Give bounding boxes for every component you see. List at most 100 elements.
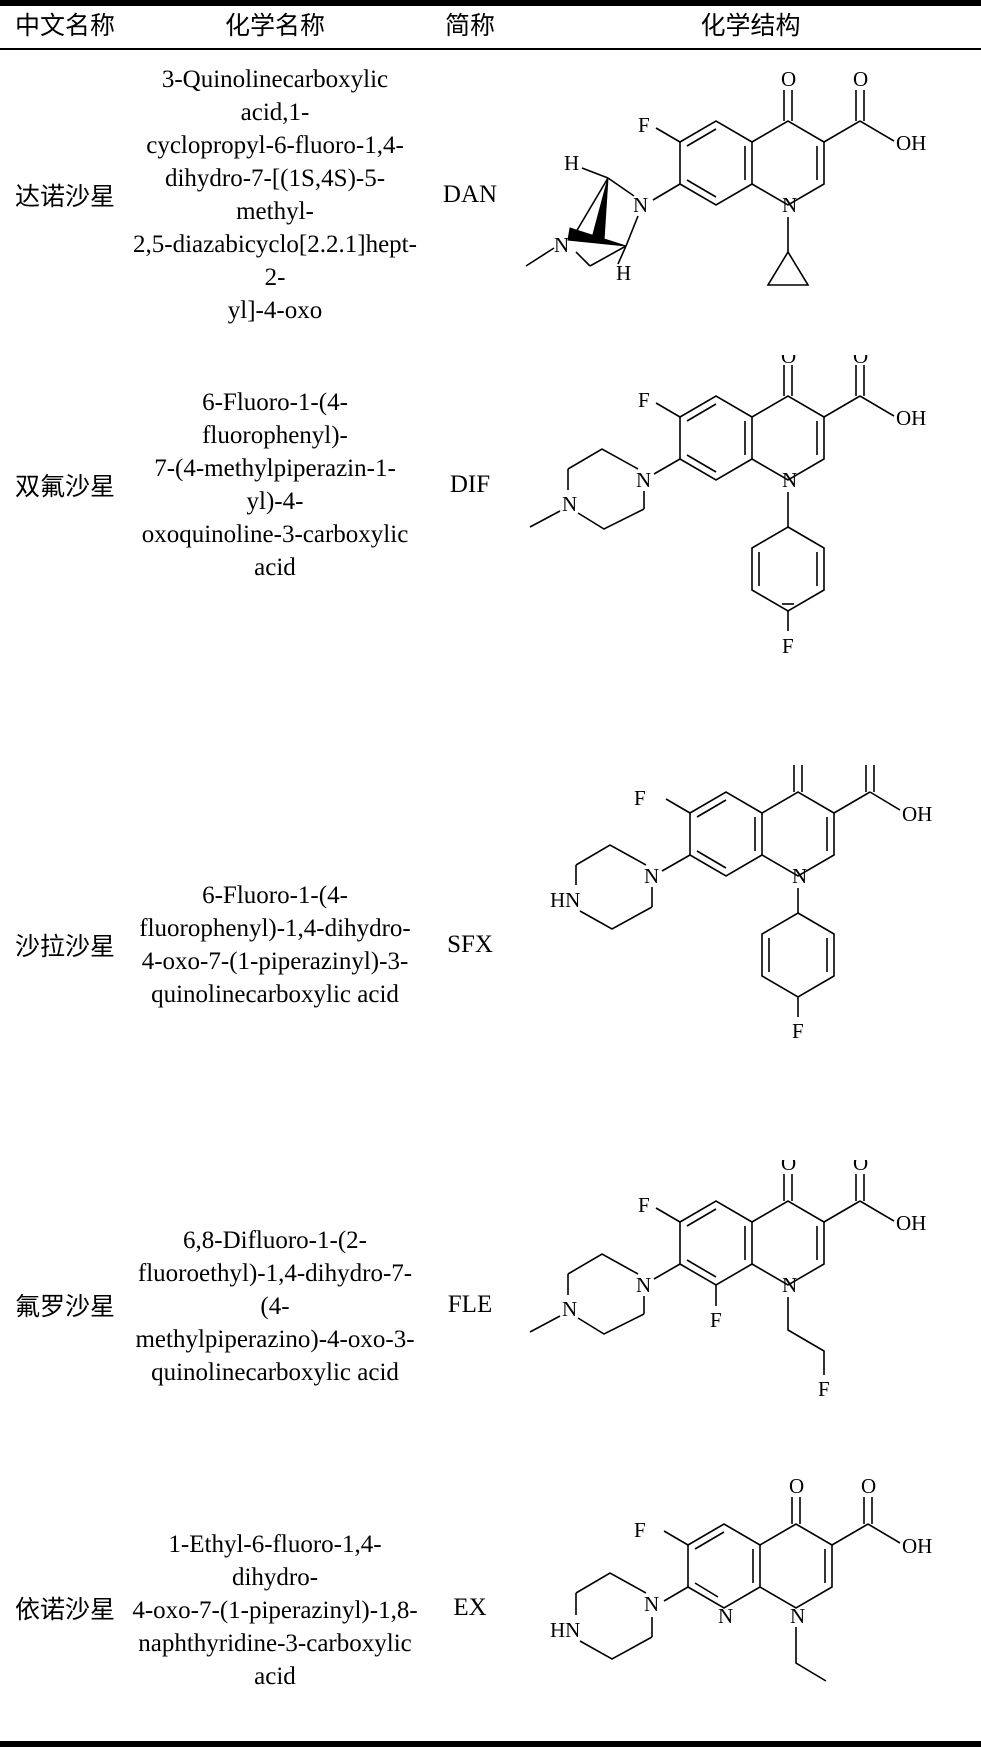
atom-label: N <box>782 1273 797 1297</box>
bond <box>686 179 717 198</box>
bond <box>575 177 609 233</box>
bond <box>665 798 691 814</box>
atom-label: N <box>554 233 569 257</box>
abbr: SFX <box>447 931 493 958</box>
benzene-ring <box>679 395 753 481</box>
chem-name: 6,8-Difluoro-1-(2- fluoroethyl)-1,4-dihy… <box>130 1227 420 1386</box>
abbr: DAN <box>442 181 498 208</box>
atom-label: N <box>644 1592 659 1616</box>
benzene-ring <box>689 791 763 877</box>
chem-name-line: methylpiperazino)-4-oxo-3- <box>135 1325 415 1353</box>
chem-name-line: 4-oxo-7-(1-piperazinyl)-1,8- <box>132 1596 418 1624</box>
atom-label: O <box>853 1160 868 1175</box>
bond <box>663 1530 689 1546</box>
atom-label: F <box>638 113 650 137</box>
bond <box>823 395 861 418</box>
atom-label: O <box>781 67 796 91</box>
bond <box>823 1200 861 1223</box>
atom-label: N <box>636 1273 651 1297</box>
chem-name-line: 4-oxo-7-(1-piperazinyl)-3- <box>141 948 409 975</box>
bond <box>686 454 717 473</box>
abbr: FLE <box>447 1291 493 1318</box>
atom-label: F <box>634 1518 646 1542</box>
bond <box>581 167 609 179</box>
header-cn-name: 中文名称 <box>14 13 115 40</box>
chem-name-line: fluorophenyl)-1,4-dihydro- <box>139 915 411 942</box>
bond <box>575 251 591 267</box>
cyclopropyl-ring <box>766 250 810 286</box>
bond <box>652 183 681 201</box>
chem-name-line: 3-Quinolinecarboxylic acid,1- <box>161 66 389 126</box>
pyridine-ring <box>687 1523 761 1609</box>
table-top-rule <box>0 0 981 6</box>
atom-label: H <box>616 261 631 285</box>
pyridone-ring <box>761 791 835 877</box>
atom-label: F <box>818 1377 830 1401</box>
chem-name-line: cyclopropyl-6-fluoro-1,4- <box>146 132 404 159</box>
bond <box>859 120 895 142</box>
bond <box>577 508 645 530</box>
bond <box>607 177 635 197</box>
header-structure: 化学结构 <box>700 13 801 40</box>
bond <box>579 906 653 930</box>
atom-label: OH <box>902 802 932 826</box>
chem-name-line: quinolinecarboxylic acid <box>151 1358 399 1386</box>
atom-label: OH <box>896 1211 926 1235</box>
pyridone-ring <box>751 1200 825 1286</box>
bond <box>655 402 681 418</box>
atom-label: O <box>781 355 796 368</box>
pyridone-ring <box>751 395 825 481</box>
bond <box>833 791 871 814</box>
cn-name: 达诺沙星 <box>14 184 115 211</box>
bond <box>696 799 727 818</box>
atom-label: OH <box>896 131 926 155</box>
atom-label: N <box>562 492 577 516</box>
atom-label: O <box>853 67 868 91</box>
chem-name: 6-Fluoro-1-(4- fluorophenyl)-1,4-dihydro… <box>130 870 420 1020</box>
structure-diagram: O O OH F N F N N <box>520 355 981 725</box>
atom-label: O <box>863 765 878 766</box>
abbr: EX <box>453 1594 487 1621</box>
atom-label: O <box>789 1475 804 1498</box>
atom-label: N <box>633 193 648 217</box>
bond <box>686 1208 717 1227</box>
atom-label: F <box>792 1019 804 1043</box>
bond <box>686 1259 717 1278</box>
bond <box>859 395 895 417</box>
bond <box>694 1531 725 1550</box>
chem-name-line: fluoroethyl)-1,4-dihydro-7-(4- <box>137 1259 413 1320</box>
atom-label: O <box>791 765 806 766</box>
wedge-bond <box>591 177 609 241</box>
atom-label: O <box>861 1475 876 1498</box>
atom-label: H <box>564 151 579 175</box>
chem-name: 3-Quinolinecarboxylic acid,1- cyclopropy… <box>130 66 420 324</box>
chem-name-line: yl]-4-oxo <box>227 297 323 324</box>
bond <box>653 1263 681 1280</box>
atom-label: N <box>792 864 807 888</box>
atom-label: F <box>782 634 794 658</box>
cn-name: 依诺沙星 <box>14 1597 115 1624</box>
chem-name-line: 1-Ethyl-6-fluoro-1,4-dihydro- <box>168 1530 382 1591</box>
atom-label: OH <box>896 406 926 430</box>
header-abbr: 简称 <box>444 13 495 40</box>
pyridone-ring <box>759 1523 833 1609</box>
bond <box>575 844 647 866</box>
header-chem-name: 化学名称 <box>224 13 325 40</box>
bond <box>787 1297 825 1375</box>
chem-name-line: naphthyridine-3-carboxylic acid <box>138 1629 412 1690</box>
bond <box>577 1313 645 1335</box>
atom-label: F <box>638 388 650 412</box>
phenyl-ring <box>751 526 825 612</box>
bond <box>655 127 681 143</box>
benzene-ring <box>679 120 753 206</box>
atom-label: O <box>781 1160 796 1175</box>
bond <box>525 247 555 267</box>
bond <box>859 1200 895 1222</box>
structure-diagram: O O OH F N N N HN <box>520 1475 981 1737</box>
atom-label: F <box>710 1308 722 1332</box>
atom-label: N <box>790 1604 805 1628</box>
atom-label: N <box>636 468 651 492</box>
wedge-bond <box>567 227 627 247</box>
header-rule <box>0 48 981 50</box>
bond <box>694 1582 719 1598</box>
